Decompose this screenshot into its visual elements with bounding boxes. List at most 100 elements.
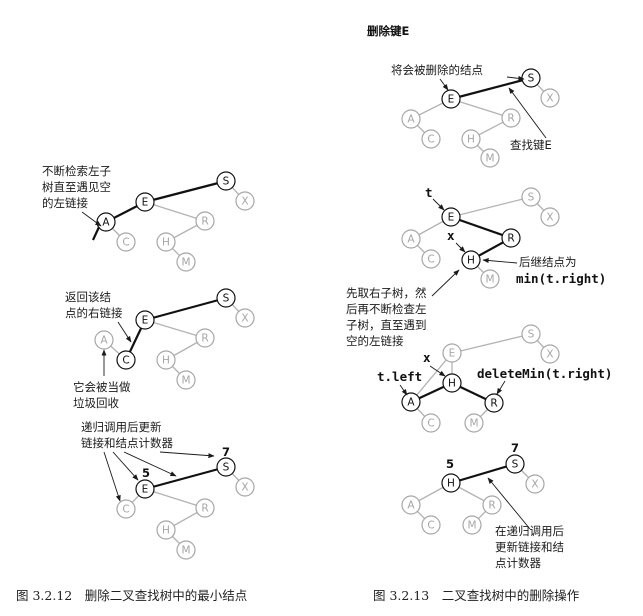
tree-6-node-s: S [521, 324, 541, 344]
tree-2-node-s: S [216, 288, 236, 308]
tree-1-edge-e-s [144, 179, 227, 204]
note-find-e: 查找键E [510, 138, 552, 152]
tree-1-node-key-h: H [162, 237, 170, 249]
tree-4-node-key-m: M [485, 153, 494, 165]
tree-7-node-key-a: A [407, 500, 415, 512]
tree-1-node-circle-c [116, 232, 136, 252]
tree-7-node-h: H [441, 473, 461, 493]
tree-5-node-c: C [421, 249, 441, 269]
tree-2-edge-e-r [144, 319, 206, 339]
tree-3-node-e: E [135, 479, 155, 499]
tree-7-node-key-c: C [427, 520, 434, 532]
tree-6-node-c: C [421, 413, 441, 433]
code-min-t-right: min(t.right) [516, 271, 606, 286]
tree-2-node-key-m: M [181, 375, 190, 387]
tree-1-node-circle-r [195, 211, 215, 231]
tree-3-node-key-c: C [122, 504, 129, 516]
tree-2-node-c: C [116, 350, 136, 370]
note-right-subtree-line-1: 先取右子树，然 [346, 286, 427, 300]
tree-7-node-a: A [401, 495, 421, 515]
tree-6-node-circle-x [540, 344, 560, 364]
tree-3-node-key-r: R [201, 503, 208, 515]
tree-4-node-m: M [480, 148, 500, 168]
arrow-to-null-link [81, 211, 102, 227]
tree-6-edge-e-a [410, 352, 453, 403]
null-left-link [92, 226, 100, 241]
tree-2-node-circle-c [116, 350, 136, 370]
tree-3-node-r: R [195, 498, 215, 518]
tree-7-node-s: S [505, 454, 525, 474]
tree-6-node-circle-r [484, 393, 504, 413]
tree-2-node-circle-e [135, 310, 155, 330]
tree-7-node-key-s: S [512, 459, 519, 471]
tree-3-node-key-m: M [181, 545, 190, 557]
tree-5-node-key-r: R [507, 233, 514, 245]
tree-1-node-a: A [96, 212, 116, 232]
tree-5-node-r: R [501, 228, 521, 248]
note-recursive-update-line-2: 链接和结点计数器 [81, 436, 173, 450]
tree-5-node-h: H [461, 250, 481, 270]
tree-3-edge-e-r [144, 488, 206, 509]
tree-6-node-key-a: A [407, 397, 415, 409]
tree-1-node-circle-s [216, 171, 236, 191]
arrow-search-path [508, 87, 547, 139]
tree-6-node-circle-m [464, 413, 484, 433]
tree-7-node-key-r: R [488, 500, 495, 512]
tree-4-node-circle-h [461, 129, 481, 149]
tree-6-node-circle-a [401, 392, 421, 412]
tree-5-node-circle-r [501, 228, 521, 248]
tree-7-node-circle-h [441, 473, 461, 493]
tree-4-node-key-r: R [507, 113, 514, 125]
tree-5-node-circle-e [441, 207, 461, 227]
tree-6-node-circle-s [521, 324, 541, 344]
tree-2-node-key-a: A [100, 335, 108, 347]
tree-6-edge-e-s [451, 333, 532, 354]
tree-3-node-m: M [176, 540, 196, 560]
tree-1-node-c: C [116, 232, 136, 252]
tree-1-node-circle-x [235, 191, 255, 211]
note-return-right-line-1: 返回该结 [65, 290, 111, 304]
tree-2-node-circle-x [235, 308, 255, 328]
tree-3-node-x: X [235, 477, 255, 497]
tree-2-node-circle-r [195, 328, 215, 348]
arrow-to-right-link [117, 321, 132, 343]
arrow-x2-to-h [429, 365, 446, 377]
note-garbage-line-1: 它会被当做 [73, 380, 131, 394]
caption-figure-3-2-12: 图 3.2.12 删除二叉查找树中的最小结点 [16, 588, 247, 603]
count-label-e: 5 [142, 466, 150, 480]
tree-6-node-h: H [442, 373, 462, 393]
tree-4-node-circle-m [480, 148, 500, 168]
tree-3-node-key-h: H [162, 525, 170, 537]
tree-3-node-key-s: S [223, 462, 230, 474]
note-search-left-line-2: 树直至遇见空 [42, 180, 111, 194]
tree-2-node-r: R [195, 328, 215, 348]
note-final-line-2: 更新链接和结 [495, 540, 564, 554]
label-x-2: x [423, 350, 431, 365]
tree-1-node-m: M [176, 252, 196, 272]
tree-1-node-key-m: M [181, 257, 190, 269]
caption-figure-3-2-13: 图 3.2.13 二叉查找树中的删除操作 [373, 588, 580, 603]
tree-4-node-x: X [540, 88, 560, 108]
tree-4-node-e: E [441, 89, 461, 109]
tree-5-node-key-x: X [546, 212, 553, 224]
tree-7-node-m: M [462, 515, 482, 535]
tree-2-node-circle-a [94, 330, 114, 350]
title-delete-e: 删除键E [367, 24, 409, 38]
tree-4-node-h: H [461, 129, 481, 149]
tree-4-node-key-a: A [407, 114, 415, 126]
tree-2-node-circle-s [216, 288, 236, 308]
note-final-line-3: 点计数器 [495, 556, 541, 570]
note-successor: 后继结点为 [519, 255, 577, 269]
tree-2-node-a: A [94, 330, 114, 350]
tree-3-node-circle-r [195, 498, 215, 518]
tree-7-node-key-x: X [531, 479, 538, 491]
tree-6-node-x: X [540, 344, 560, 364]
note-search-left-line-1: 不断检索左子 [42, 164, 111, 178]
note-node-to-delete: 将会被删除的结点 [391, 63, 483, 77]
arrow-final-update [487, 477, 531, 530]
tree-3-node-circle-h [156, 520, 176, 540]
arrow-update-1 [103, 451, 121, 502]
tree-5-node-key-s: S [528, 192, 535, 204]
